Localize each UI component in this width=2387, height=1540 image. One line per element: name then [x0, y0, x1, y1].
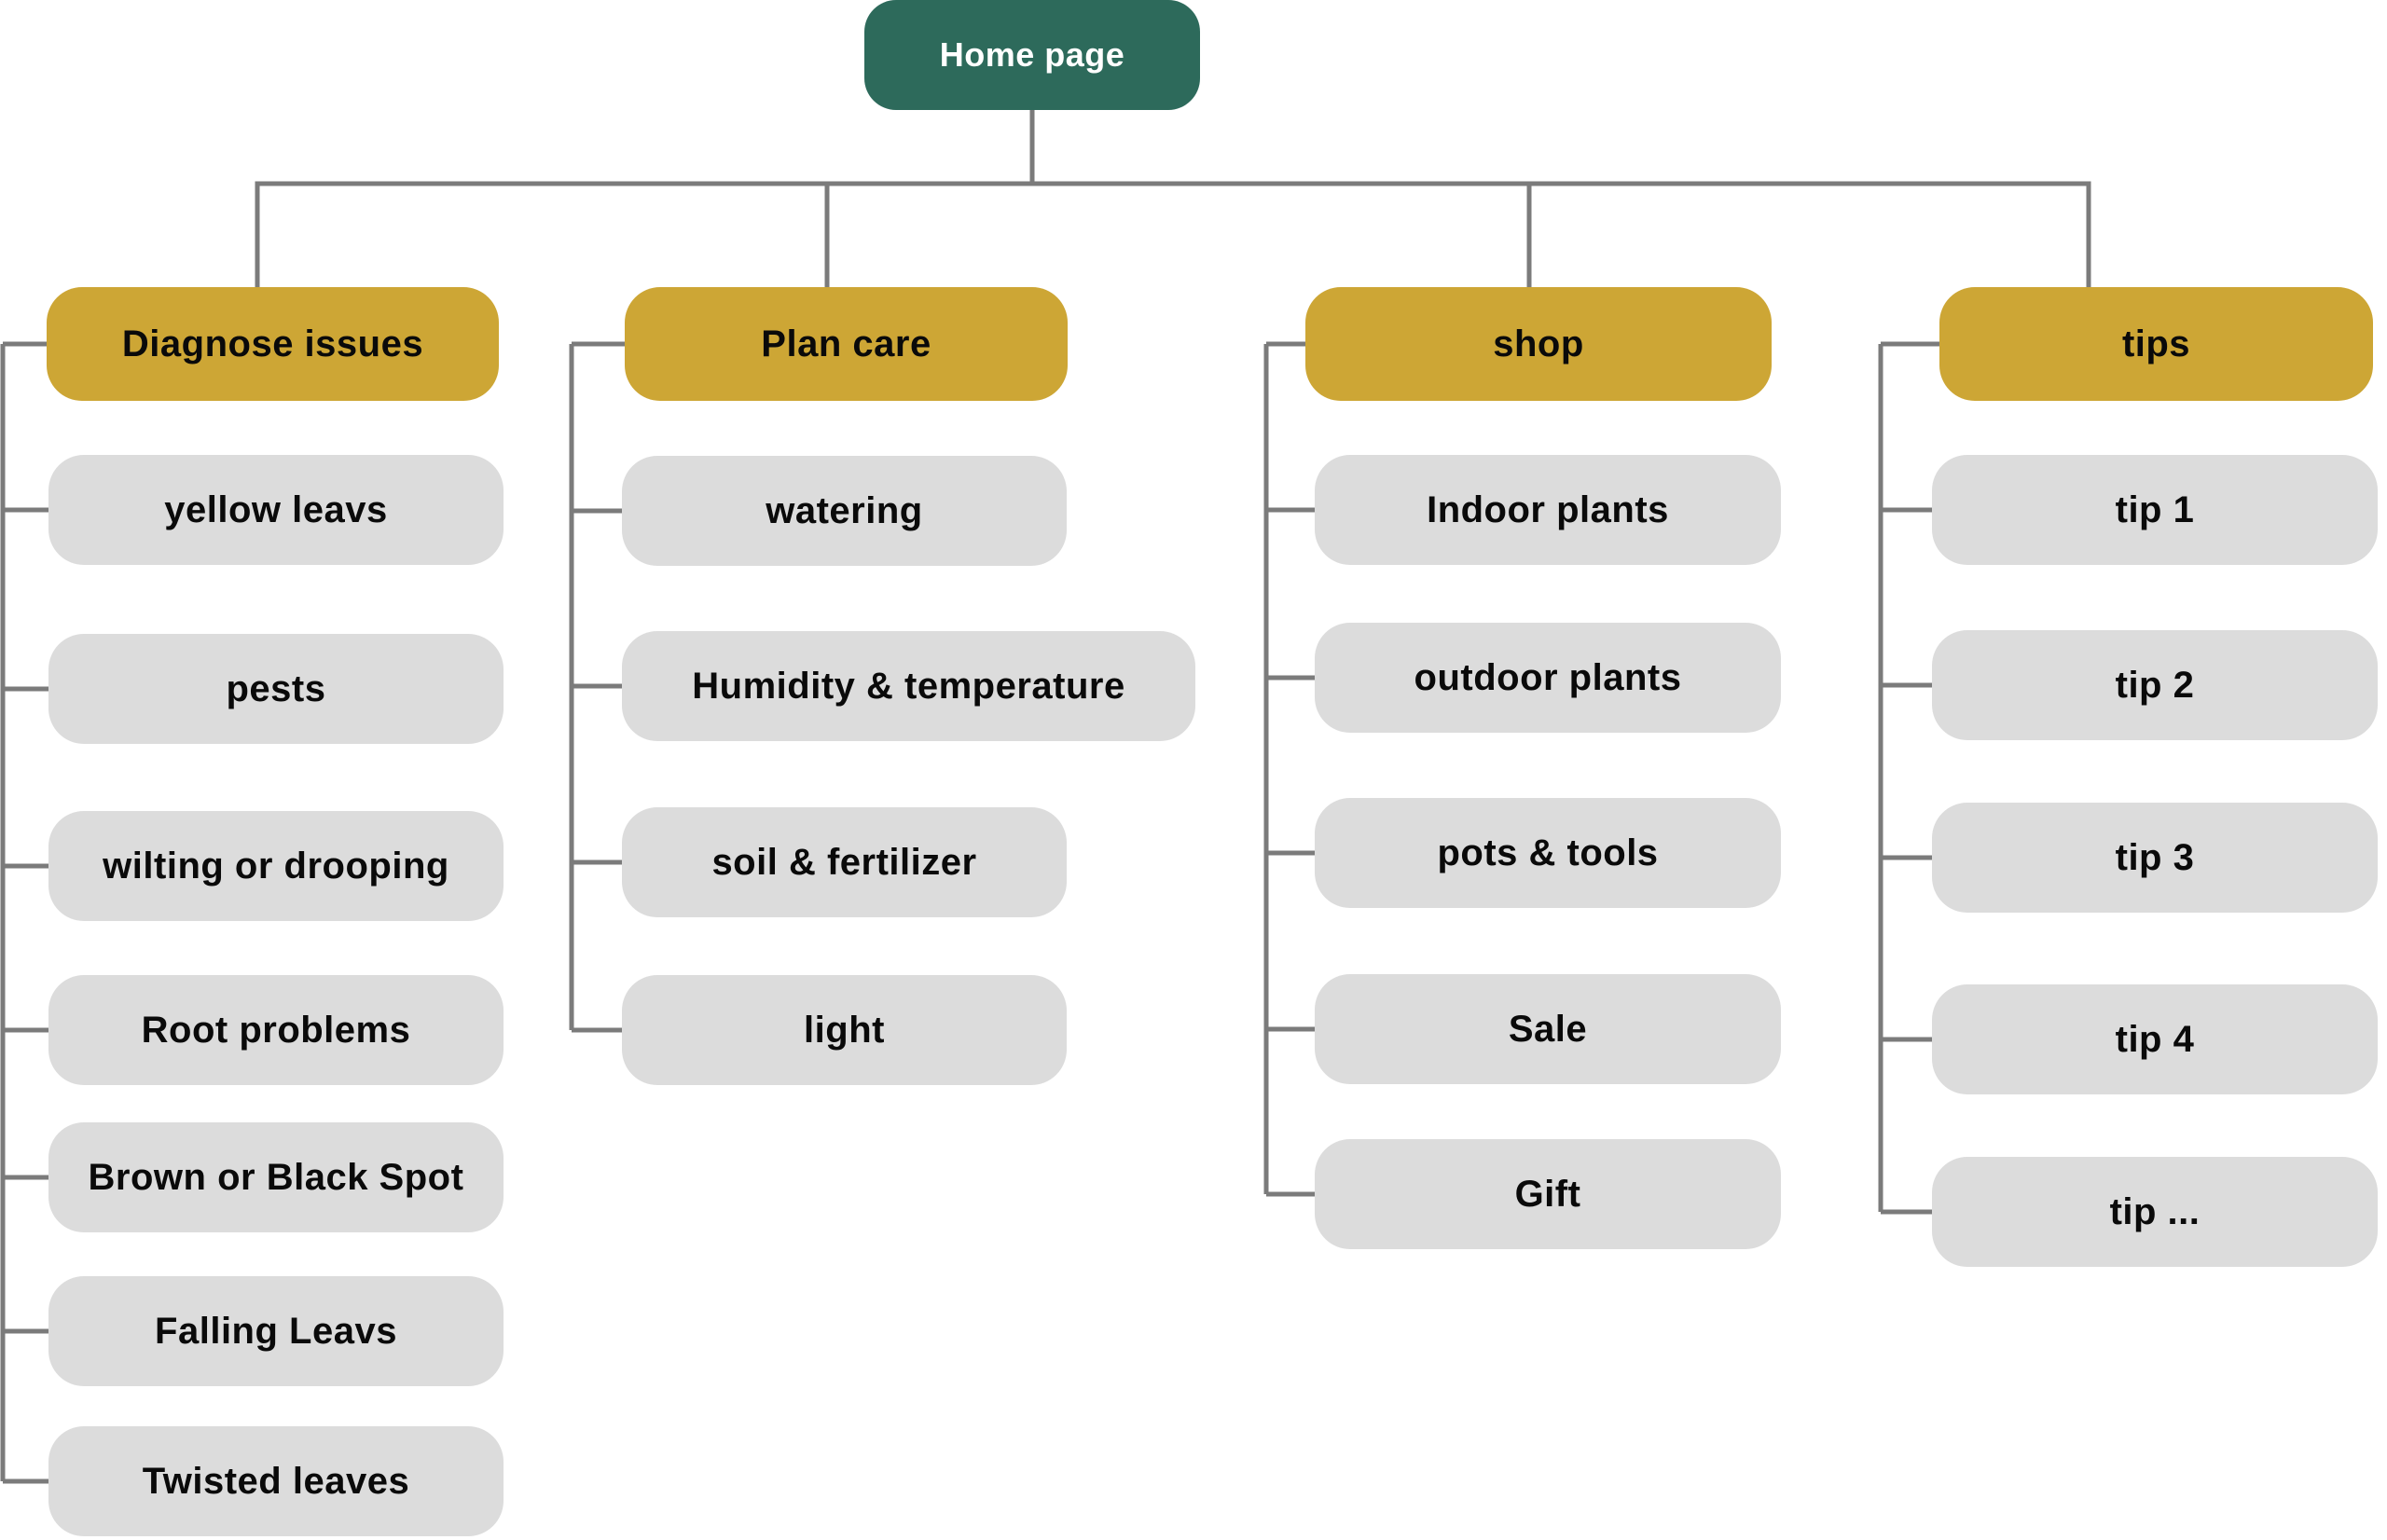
- item-node-tip-3: tip 3: [1932, 803, 2378, 913]
- item-node-pots-tools: pots & tools: [1315, 798, 1781, 908]
- item-node-yellow-leavs: yellow leavs: [48, 455, 504, 565]
- item-node-tip-4: tip 4: [1932, 984, 2378, 1094]
- category-node-tips: tips: [1939, 287, 2373, 401]
- item-node-root-problems: Root problems: [48, 975, 504, 1085]
- item-node-brown-or-black-spot: Brown or Black Spot: [48, 1122, 504, 1232]
- item-node-tip-1: tip 1: [1932, 455, 2378, 565]
- item-node-sale: Sale: [1315, 974, 1781, 1084]
- item-node-pests: pests: [48, 634, 504, 744]
- item-node-gift: Gift: [1315, 1139, 1781, 1249]
- item-node-tip: tip ...: [1932, 1157, 2378, 1267]
- item-node-watering: watering: [622, 456, 1067, 566]
- item-node-wilting-or-drooping: wilting or drooping: [48, 811, 504, 921]
- item-node-tip-2: tip 2: [1932, 630, 2378, 740]
- category-node-shop: shop: [1305, 287, 1772, 401]
- item-node-light: light: [622, 975, 1067, 1085]
- item-node-falling-leavs: Falling Leavs: [48, 1276, 504, 1386]
- category-node-diagnose-issues: Diagnose issues: [47, 287, 499, 401]
- category-node-plan-care: Plan care: [625, 287, 1068, 401]
- item-node-indoor-plants: Indoor plants: [1315, 455, 1781, 565]
- item-node-humidity-temperature: Humidity & temperature: [622, 631, 1195, 741]
- item-node-soil-fertilizer: soil & fertilizer: [622, 807, 1067, 917]
- home-page-node: Home page: [864, 0, 1200, 110]
- item-node-outdoor-plants: outdoor plants: [1315, 623, 1781, 733]
- item-node-twisted-leaves: Twisted leaves: [48, 1426, 504, 1536]
